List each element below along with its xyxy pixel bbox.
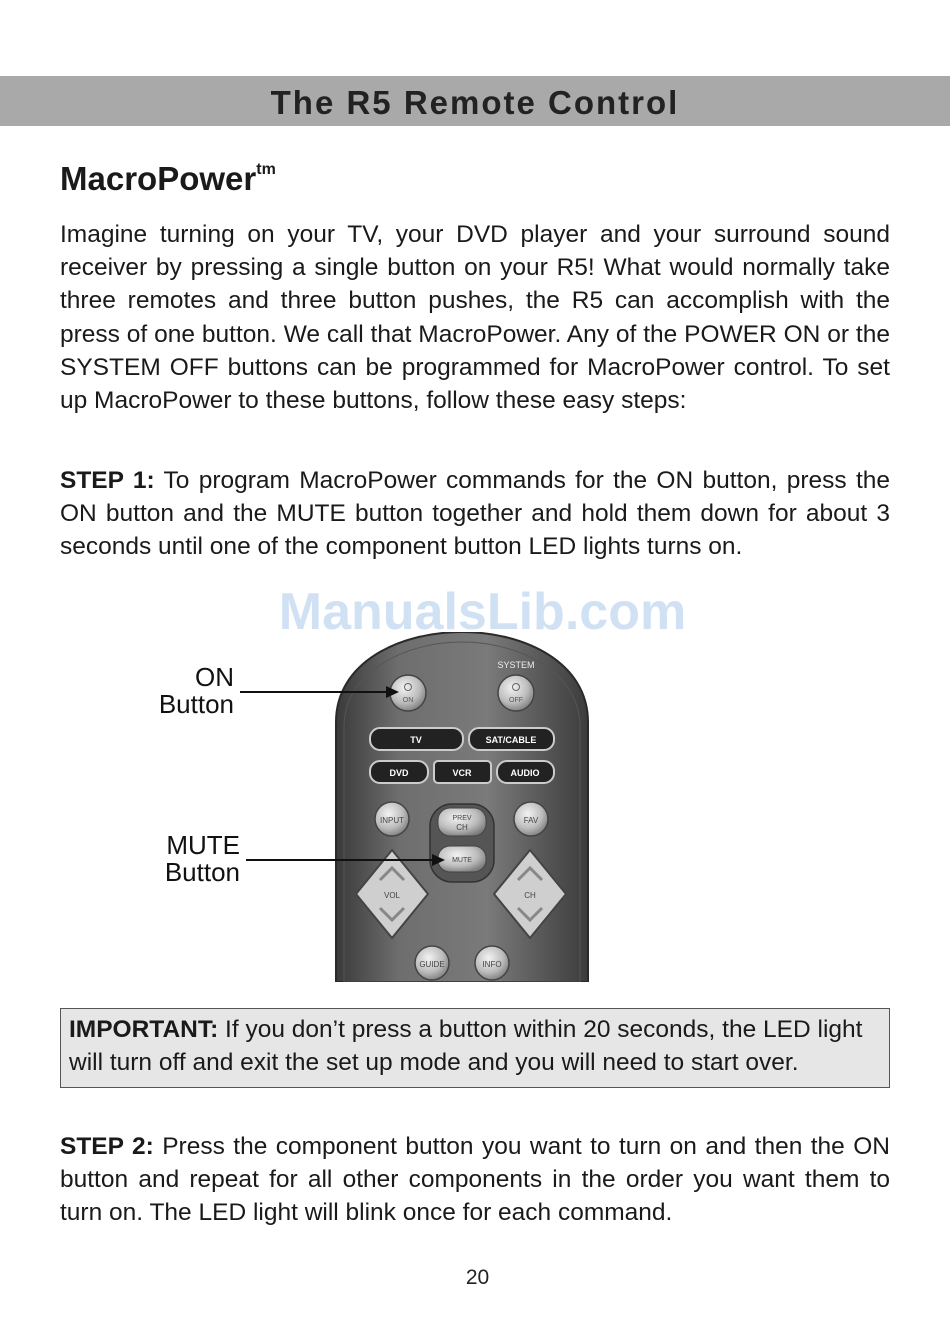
remote-vcr-label: VCR xyxy=(452,768,472,778)
remote-input-label: INPUT xyxy=(380,816,404,825)
remote-fav-button xyxy=(513,801,549,837)
section-title-text: MacroPower xyxy=(60,160,257,197)
step1-label: STEP 1: xyxy=(60,467,155,494)
mute-callout-line2: Button xyxy=(164,857,240,887)
on-callout-line2: Button xyxy=(158,689,234,719)
remote-ch-label: CH xyxy=(524,891,536,900)
remote-info-button xyxy=(474,945,510,981)
vol-up-icon xyxy=(378,865,406,882)
remote-off-label: OFF xyxy=(509,697,523,704)
mute-callout-line1: MUTE xyxy=(166,830,240,860)
on-callout-arrow-line xyxy=(240,691,390,693)
remote-audio-label: AUDIO xyxy=(511,768,540,778)
arrowhead-icon xyxy=(432,854,445,866)
remote-illustration: SYSTEM ON OFF TV SAT/CABLE DVD VCR AUDIO… xyxy=(335,632,589,982)
step1-text: To program MacroPower commands for the O… xyxy=(60,467,890,561)
trademark-mark: tm xyxy=(256,161,276,178)
remote-prev-ch-label-2: CH xyxy=(456,823,468,832)
remote-tv-button xyxy=(369,727,464,751)
remote-guide-label: GUIDE xyxy=(419,960,444,969)
on-button-callout: ON Button xyxy=(130,664,234,718)
ch-down-icon xyxy=(516,906,544,923)
step2-text: Press the component button you want to t… xyxy=(60,1133,890,1227)
intro-paragraph: Imagine turning on your TV, your DVD pla… xyxy=(60,221,890,415)
remote-prev-ch-button xyxy=(437,807,487,837)
page-title: The R5 Remote Control xyxy=(270,84,680,121)
remote-fav-label: FAV xyxy=(524,816,539,825)
section-title: MacroPowertm xyxy=(60,160,276,198)
power-icon xyxy=(512,683,520,691)
vol-down-icon xyxy=(378,906,406,923)
important-label: IMPORTANT: xyxy=(69,1016,219,1043)
remote-audio-button xyxy=(496,760,555,784)
step2-label: STEP 2: xyxy=(60,1133,154,1160)
remote-prev-ch-label-1: PREV xyxy=(452,815,471,822)
remote-info-label: INFO xyxy=(482,960,501,969)
remote-vcr-button xyxy=(433,760,492,784)
remote-dvd-label: DVD xyxy=(389,768,409,778)
on-callout-line1: ON xyxy=(195,662,234,692)
step1-paragraph: STEP 1: To program MacroPower commands f… xyxy=(60,464,890,564)
remote-vol-label: VOL xyxy=(384,891,401,900)
remote-ch-rocker xyxy=(493,849,567,939)
step2-paragraph: STEP 2: Press the component button you w… xyxy=(60,1130,890,1230)
ch-up-icon xyxy=(516,865,544,882)
mute-button-callout: MUTE Button xyxy=(130,832,240,886)
mute-callout-arrow-line xyxy=(246,859,436,861)
arrowhead-icon xyxy=(386,686,399,698)
important-note-box: IMPORTANT: If you don’t press a button w… xyxy=(60,1008,890,1088)
page-number: 20 xyxy=(465,1266,490,1289)
remote-mute-label: MUTE xyxy=(452,857,472,864)
remote-inner-panel xyxy=(343,641,581,982)
watermark: ManualsLib.com xyxy=(278,583,687,641)
remote-on-label: ON xyxy=(403,697,414,704)
remote-dvd-button xyxy=(369,760,429,784)
remote-vol-rocker xyxy=(355,849,429,939)
header-bar xyxy=(0,76,950,126)
remote-system-label: SYSTEM xyxy=(497,660,534,670)
remote-tv-label: TV xyxy=(410,735,422,745)
remote-sat-cable-button xyxy=(468,727,555,751)
remote-guide-button xyxy=(414,945,450,981)
remote-sat-cable-label: SAT/CABLE xyxy=(486,735,537,745)
remote-off-button xyxy=(497,674,535,712)
important-text: If you don’t press a button within 20 se… xyxy=(69,1016,863,1076)
remote-input-button xyxy=(374,801,410,837)
power-icon xyxy=(404,683,412,691)
